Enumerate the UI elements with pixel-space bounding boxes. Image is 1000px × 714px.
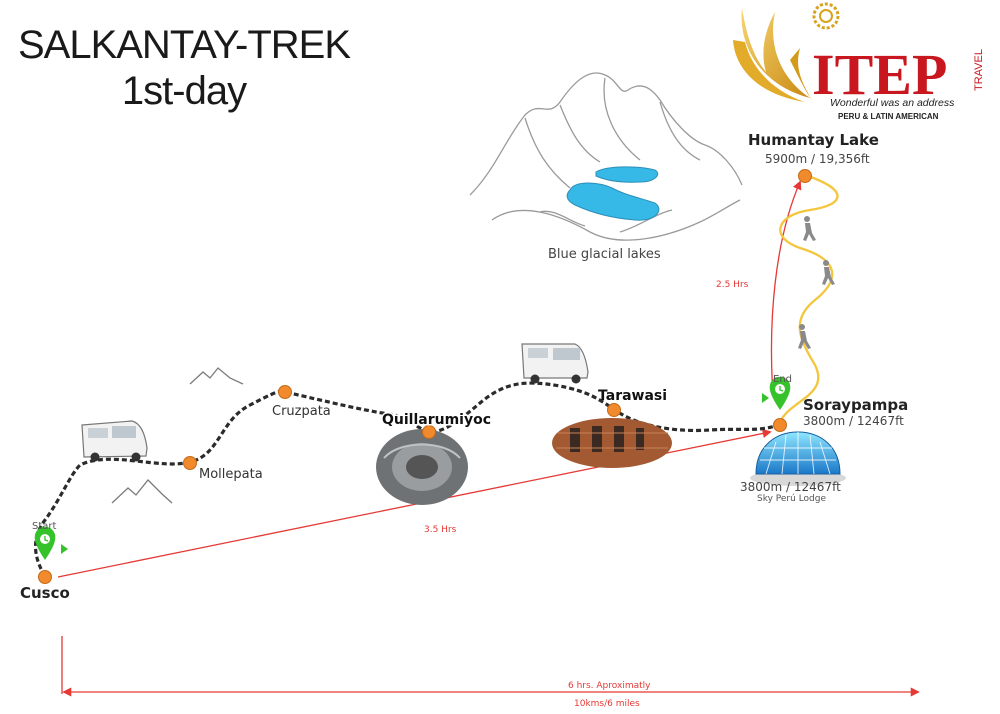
mountain-icon	[111, 367, 244, 504]
quillarumiyoc-stone-image	[376, 429, 468, 505]
lodge-name: Sky Perú Lodge	[757, 494, 826, 504]
logo-subtitle: PERU & LATIN AMERICAN	[838, 112, 939, 121]
blue-glacial-lakes-icon	[566, 166, 660, 221]
end-pin-icon	[762, 376, 791, 410]
stop-marker-quillarumiyoc	[422, 425, 436, 439]
title-line-1: SALKANTAY-TREK	[17, 23, 351, 67]
logo-name: ITEP	[812, 42, 947, 107]
stop-label-soraypampa: Soraypampa	[803, 396, 908, 414]
title-line-2: 1st-day	[121, 69, 247, 113]
humantay-lake-label: Humantay Lake	[748, 131, 879, 149]
logo-tagline: Wonderful was an address	[830, 97, 955, 109]
start-pin-icon	[34, 526, 68, 560]
drive-duration-label: 3.5 Hrs	[424, 525, 457, 535]
stop-marker-humantay	[798, 169, 812, 183]
stop-marker-soraypampa	[773, 418, 787, 432]
stop-label-quillarumiyoc: Quillarumiyoc	[382, 412, 491, 428]
stop-marker-tarawasi	[607, 403, 621, 417]
glacial-lakes-label: Blue glacial lakes	[548, 247, 661, 262]
sky-lodge-dome-icon	[750, 431, 846, 486]
stop-marker-cusco	[38, 570, 52, 584]
logo-side-text: TRAVEL	[973, 49, 985, 91]
end-label: End	[773, 374, 792, 385]
stop-label-cusco: Cusco	[20, 584, 70, 602]
hiker-icon	[798, 216, 835, 349]
logo-wings-icon	[733, 8, 812, 102]
start-label: Start	[32, 521, 57, 532]
humantay-trail	[778, 173, 839, 423]
sun-icon	[812, 2, 840, 30]
van-icon	[81, 420, 148, 462]
stop-label-cruzpata: Cruzpata	[272, 404, 331, 419]
van-icon	[521, 343, 589, 384]
itep-logo: ITEP TRAVEL Wonderful was an address PER…	[733, 2, 985, 121]
glacial-mountains-illustration	[469, 72, 743, 241]
page-title: SALKANTAY-TREK 1st-day	[14, 22, 354, 114]
hike-duration-label: 2.5 Hrs	[716, 280, 749, 290]
stop-marker-mollepata	[183, 456, 197, 470]
hike-route-line	[770, 180, 802, 396]
tarawasi-ruins-image	[552, 418, 672, 468]
soraypampa-elevation: 3800m / 12467ft	[803, 414, 904, 428]
stop-label-tarawasi: Tarawasi	[598, 388, 667, 404]
total-time-label: 6 hrs. Aproximatly	[568, 681, 651, 691]
total-distance-label: 10kms/6 miles	[574, 699, 640, 709]
stop-marker-cruzpata	[278, 385, 292, 399]
humantay-elevation: 5900m / 19,356ft	[765, 152, 870, 166]
lodge-elevation: 3800m / 12467ft	[740, 480, 841, 494]
stop-label-mollepata: Mollepata	[199, 467, 263, 482]
